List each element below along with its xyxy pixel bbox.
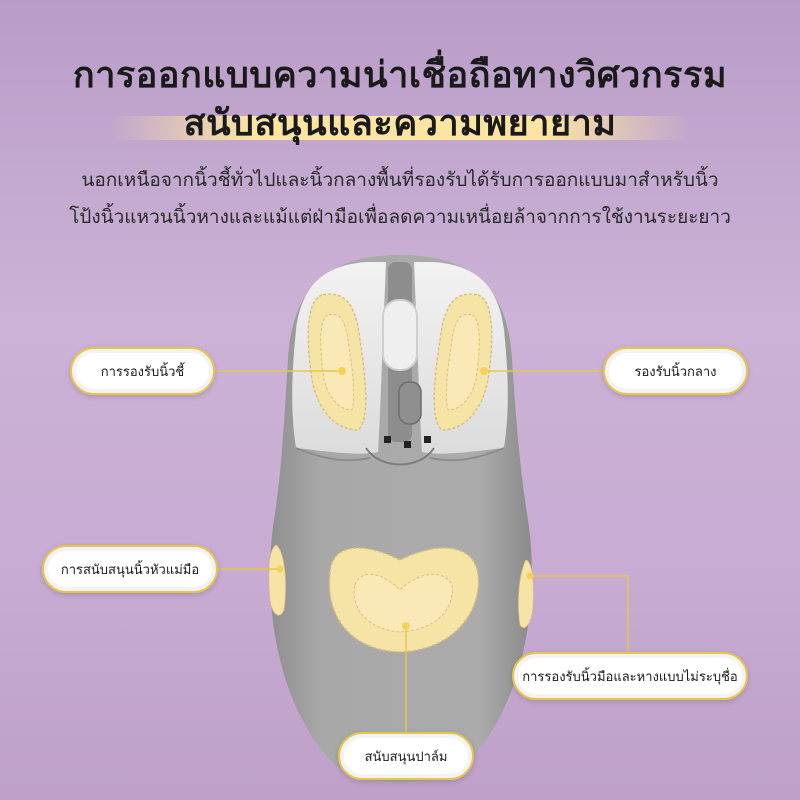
dpi-button: [398, 381, 422, 425]
dpi-indicator-2: [404, 441, 411, 448]
headline-line-2: สนับสนุนและความพยายาม: [183, 103, 617, 144]
dpi-indicator-3: [424, 436, 431, 443]
description-line-2: โป้งนิ้วแหวนนิ้วหางและแม้แต่ฝ่ามือเพื่อล…: [69, 206, 731, 228]
callout-palm-support: สนับสนุนปาล์ม: [338, 732, 474, 780]
dpi-indicator-1: [384, 436, 391, 443]
callout-thumb-support: การสนับสนุนนิ้วหัวแม่มือ: [42, 545, 218, 593]
marker-palm: [402, 622, 410, 630]
marker-middle-finger: [480, 367, 488, 375]
marker-thumb: [276, 565, 284, 573]
callout-middle-finger-support: รองรับนิ้วกลาง: [603, 347, 748, 395]
headline-line-1: การออกแบบความน่าเชื่อถือทางวิศวกรรม: [72, 55, 728, 96]
callout-index-finger-support: การรองรับนิ้วชี้: [70, 347, 215, 395]
marker-ring-pinky: [526, 572, 534, 580]
leader-ring-pinky: [530, 575, 629, 652]
callout-index-finger-label: การรองรับนิ้วชี้: [76, 353, 209, 389]
thumb-pad: [268, 544, 287, 616]
callout-ring-pinky-support: การรองรับนิ้วมือและหางแบบไม่ระบุชื่อ: [512, 652, 748, 700]
callout-ring-pinky-label: การรองรับนิ้วมือและหางแบบไม่ระบุชื่อ: [518, 658, 742, 694]
callout-thumb-label: การสนับสนุนนิ้วหัวแม่มือ: [48, 551, 212, 587]
callout-palm-label: สนับสนุนปาล์ม: [344, 738, 468, 774]
marker-index-finger: [338, 367, 346, 375]
scroll-wheel: [382, 299, 418, 371]
description-line-1: นอกเหนือจากนิ้วชี้ทั่วไปและนิ้วกลางพื้นท…: [81, 169, 719, 191]
callout-middle-finger-label: รองรับนิ้วกลาง: [609, 353, 742, 389]
title-highlight-bar: [110, 116, 690, 140]
